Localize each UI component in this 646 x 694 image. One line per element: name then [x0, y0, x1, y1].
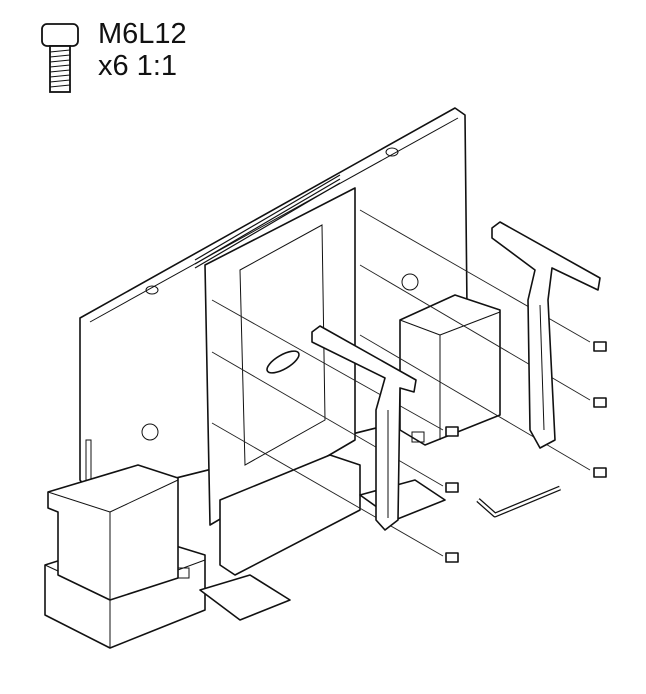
- screw-type: M6L12: [98, 18, 187, 50]
- screw-spec: M6L12 x6 1:1: [98, 18, 187, 82]
- screw: [445, 552, 459, 563]
- screw: [593, 397, 607, 408]
- hex-key-icon: [476, 485, 561, 518]
- screw: [445, 482, 459, 493]
- packaging-foam-bottom: [199, 454, 446, 621]
- screw-icon: [41, 23, 79, 93]
- screws: [445, 341, 607, 563]
- stand-left: [311, 325, 417, 531]
- screw: [593, 467, 607, 478]
- packaging-foam-top-left: [47, 464, 179, 601]
- screw: [593, 341, 607, 352]
- screw: [445, 426, 459, 437]
- screw-quantity-scale: x6 1:1: [98, 50, 177, 82]
- screw-legend: [40, 18, 220, 98]
- stand-right: [491, 221, 601, 449]
